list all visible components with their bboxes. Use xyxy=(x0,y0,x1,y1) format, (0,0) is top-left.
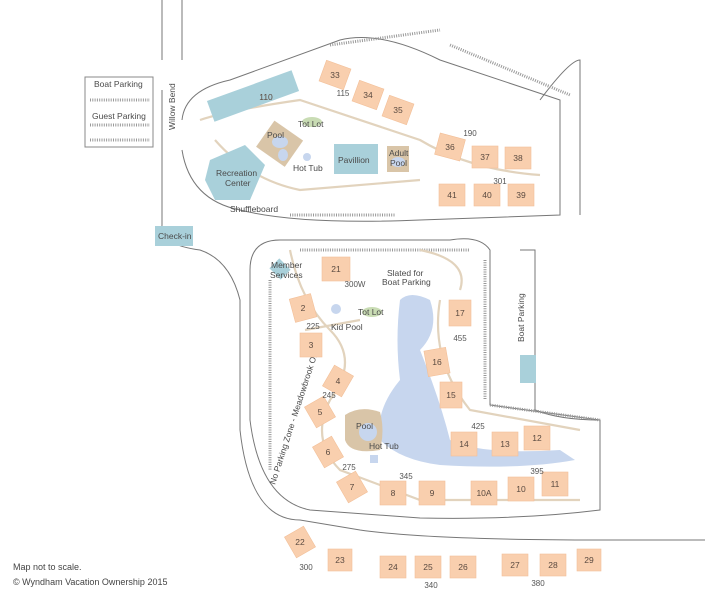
building-38[interactable]: 38 xyxy=(513,153,523,163)
road-340: 340 xyxy=(424,581,438,590)
road-345: 345 xyxy=(399,472,413,481)
pool-label: Pool xyxy=(267,130,284,140)
building-17[interactable]: 17 xyxy=(455,308,465,318)
road-115: 115 xyxy=(337,89,350,98)
kid-pool-label: Kid Pool xyxy=(331,322,363,332)
road-380: 380 xyxy=(531,579,545,588)
recreation-center[interactable] xyxy=(205,145,265,200)
building-27[interactable]: 27 xyxy=(510,560,520,570)
building-24[interactable]: 24 xyxy=(388,562,398,572)
residential-buildings: 33 34 35 36 37 38 41 40 39 21 2 3 4 5 6 … xyxy=(284,59,602,579)
building-6[interactable]: 6 xyxy=(326,447,331,457)
building-110-label: 110 xyxy=(259,92,273,102)
building-28[interactable]: 28 xyxy=(548,560,558,570)
guest-parking-label: Guest Parking xyxy=(92,111,146,121)
south-pool-label: Pool xyxy=(356,421,373,431)
check-in-label: Check-in xyxy=(158,231,192,241)
road-395: 395 xyxy=(530,467,544,476)
building-4[interactable]: 4 xyxy=(336,376,341,386)
building-22[interactable]: 22 xyxy=(295,537,305,547)
building-23[interactable]: 23 xyxy=(335,555,345,565)
building-35[interactable]: 35 xyxy=(393,105,403,115)
center-label: Center xyxy=(225,178,251,188)
road-455: 455 xyxy=(453,334,467,343)
copyright: © Wyndham Vacation Ownership 2015 xyxy=(13,577,167,587)
building-36[interactable]: 36 xyxy=(445,142,455,152)
roads xyxy=(161,0,705,541)
building-14[interactable]: 14 xyxy=(459,439,469,449)
road-190: 190 xyxy=(463,129,477,138)
lake-area: Member Services Slated for Boat Parking … xyxy=(267,258,575,486)
shuffleboard-label: Shuffleboard xyxy=(230,204,278,214)
building-21[interactable]: 21 xyxy=(331,264,341,274)
building-10a[interactable]: 10A xyxy=(476,488,491,498)
building-34[interactable]: 34 xyxy=(363,90,373,100)
slated-for-label: Slated for xyxy=(387,268,424,278)
road-425: 425 xyxy=(471,422,485,431)
pavillion[interactable] xyxy=(334,144,378,174)
building-11[interactable]: 11 xyxy=(551,479,560,489)
tot-lot-label: Tot Lot xyxy=(298,119,324,129)
east-boat-parking-label: Boat Parking xyxy=(516,293,526,342)
willow-bend-label: Willow Bend xyxy=(167,83,177,130)
building-7[interactable]: 7 xyxy=(350,482,355,492)
building-2[interactable]: 2 xyxy=(301,303,306,313)
building-29[interactable]: 29 xyxy=(584,555,594,565)
slated-boat-parking-label: Boat Parking xyxy=(382,277,431,287)
road-301: 301 xyxy=(493,177,507,186)
building-40[interactable]: 40 xyxy=(482,190,492,200)
road-245: 245 xyxy=(322,391,336,400)
building-12[interactable]: 12 xyxy=(532,433,542,443)
building-10[interactable]: 10 xyxy=(516,484,526,494)
scale-note: Map not to scale. xyxy=(13,562,82,572)
west-parking-lot: Boat Parking Guest Parking xyxy=(84,76,154,148)
building-110[interactable] xyxy=(206,70,300,122)
building-3[interactable]: 3 xyxy=(309,340,314,350)
road-numbers: 115 190 301 300W 225 245 275 345 425 395… xyxy=(299,89,545,590)
check-in[interactable] xyxy=(155,226,193,246)
boat-parking-label: Boat Parking xyxy=(94,79,143,89)
recreation-label: Recreation xyxy=(216,168,257,178)
road-225: 225 xyxy=(306,322,320,331)
building-15[interactable]: 15 xyxy=(446,390,456,400)
south-tot-lot-label: Tot Lot xyxy=(358,307,384,317)
building-37[interactable]: 37 xyxy=(480,152,490,162)
south-hot-tub-label: Hot Tub xyxy=(369,441,399,451)
adult-pool-label: Pool xyxy=(390,158,407,168)
hot-tub-label: Hot Tub xyxy=(293,163,323,173)
building-9[interactable]: 9 xyxy=(430,488,435,498)
pavillion-label: Pavillion xyxy=(338,155,370,165)
adult-label: Adult xyxy=(389,148,409,158)
building-16[interactable]: 16 xyxy=(432,357,442,367)
building-8[interactable]: 8 xyxy=(391,488,396,498)
services-label: Services xyxy=(270,270,303,280)
road-275: 275 xyxy=(342,463,356,472)
building-25[interactable]: 25 xyxy=(423,562,433,572)
building-41[interactable]: 41 xyxy=(447,190,457,200)
building-26[interactable]: 26 xyxy=(458,562,468,572)
building-5[interactable]: 5 xyxy=(318,407,323,417)
building-33[interactable]: 33 xyxy=(330,70,340,80)
road-300w: 300W xyxy=(345,280,366,289)
recreation-area: 110 Pool Tot Lot Hot Tub Recreation Cent… xyxy=(205,70,409,214)
building-13[interactable]: 13 xyxy=(500,439,510,449)
building-39[interactable]: 39 xyxy=(516,190,526,200)
road-300: 300 xyxy=(299,563,313,572)
member-label: Member xyxy=(271,260,302,270)
